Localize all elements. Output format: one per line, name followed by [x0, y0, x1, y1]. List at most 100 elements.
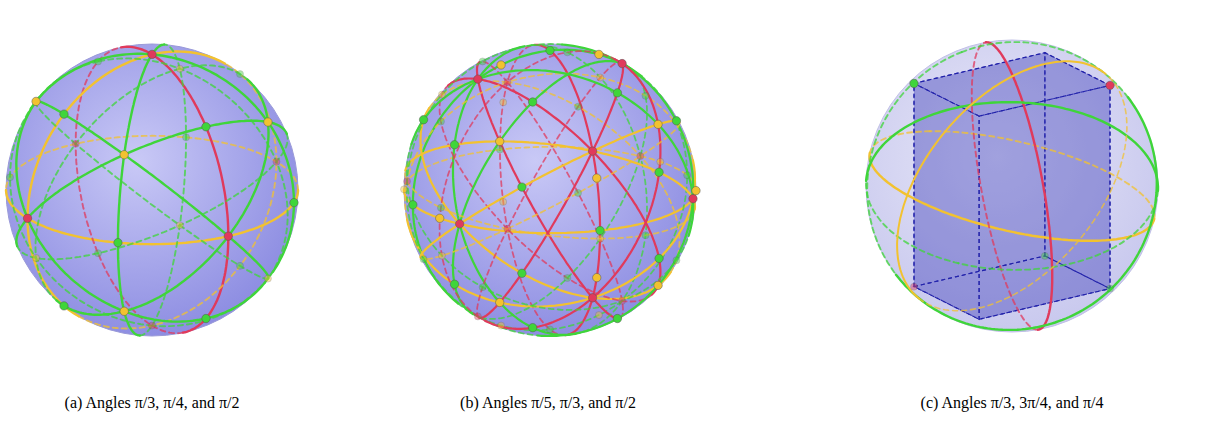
vertex-dot [575, 103, 582, 110]
great-circle [440, 51, 615, 321]
vertex-dot [564, 275, 571, 282]
subfigure-caption: (b) Angles π/5, π/3, and π/2 [460, 394, 636, 412]
great-circle [421, 121, 680, 258]
great-circle [477, 62, 621, 318]
vertex-dot [619, 297, 626, 304]
great-circle [1038, 234, 1052, 329]
vertex-dot [72, 140, 79, 147]
great-circle [532, 44, 562, 45]
vertex-dot [120, 307, 128, 315]
subfigure-caption: (a) Angles π/3, π/4, and π/2 [65, 394, 240, 412]
vertex-dot [455, 220, 463, 228]
vertex-dot [120, 151, 128, 159]
vertex-dot [910, 79, 918, 87]
vertex-dot [500, 99, 507, 106]
great-circle [17, 246, 98, 259]
great-circle [986, 42, 1050, 234]
vertex-dot [224, 232, 232, 240]
sphere-body [404, 44, 696, 336]
vertex-dot [420, 256, 427, 263]
great-circle [507, 209, 694, 238]
vertex-dot [637, 153, 644, 160]
great-circle [36, 65, 248, 300]
great-circle [896, 97, 1157, 330]
great-circle [568, 74, 693, 236]
great-circle [866, 102, 1158, 191]
vertex-dot [496, 298, 504, 306]
vertex-dot [575, 189, 582, 196]
vertex-dot [655, 254, 663, 262]
vertex-dot [438, 91, 445, 98]
vertex-dot [496, 146, 503, 153]
great-circle [16, 98, 265, 322]
vertex-dot [528, 98, 536, 106]
great-circle [897, 67, 1036, 299]
vertex-dot [401, 186, 408, 193]
great-circle [485, 298, 592, 329]
great-circle [36, 101, 269, 278]
great-circle [140, 45, 186, 336]
vertex-dot [597, 74, 604, 81]
great-circle [407, 144, 689, 310]
vertex-dot [290, 198, 298, 206]
vertex-dot [504, 225, 511, 232]
vertex-dot [437, 204, 444, 211]
vertex-dot [33, 254, 40, 261]
great-circle [1036, 61, 1105, 73]
vertex-dot [597, 235, 604, 242]
vertex-dot [32, 97, 40, 105]
vertex-dot [498, 322, 505, 329]
vertex-dot [655, 168, 663, 176]
vertex-dot [60, 302, 68, 310]
vertex-dot [657, 158, 664, 165]
vertex-dot [500, 198, 507, 205]
vertex-dot [564, 49, 571, 56]
vertex-dot [474, 75, 482, 83]
vertex-dot [273, 158, 280, 165]
vertex-dot [642, 92, 649, 99]
great-circle [958, 191, 1158, 270]
vertex-dot [438, 252, 445, 259]
vertex-dot [436, 214, 444, 222]
vertex-dot [654, 120, 662, 128]
great-circle [98, 134, 288, 253]
vertex-dot [504, 79, 511, 86]
vertex-dot [654, 281, 662, 289]
great-circle [36, 102, 76, 144]
vertex-dot [95, 58, 102, 65]
great-circle [183, 236, 228, 332]
vertex-dot [547, 326, 554, 333]
vertex-dot [237, 71, 244, 78]
vertex-dot [60, 110, 68, 118]
vertex-dot [7, 174, 14, 181]
vertex-dot [1107, 285, 1114, 292]
great-circle [121, 47, 228, 236]
vertex-dot [437, 118, 444, 125]
great-circle [405, 171, 507, 229]
great-circle [593, 59, 661, 298]
vertex-dot [450, 280, 458, 288]
great-circle [16, 121, 287, 246]
vertex-dot [613, 314, 621, 322]
great-circle [407, 45, 538, 335]
vertex-dot [595, 312, 602, 319]
vertex-dot [176, 222, 183, 229]
vertex-dot [264, 118, 272, 126]
great-circle [535, 45, 601, 231]
vertex-dot [114, 238, 122, 246]
vertex-dot [1041, 252, 1048, 259]
vertex-dot [419, 116, 427, 124]
vertex-dot [910, 283, 917, 290]
vertex-dot [450, 141, 458, 149]
vertex-dot [148, 50, 156, 58]
vertex-dot [474, 313, 481, 320]
vertex-dot [596, 226, 604, 234]
great-circle [413, 51, 550, 304]
vertex-dot [692, 186, 700, 194]
great-circle [593, 63, 623, 152]
great-circle [404, 190, 696, 234]
great-circle [962, 42, 1128, 97]
vertex-dot [149, 322, 156, 329]
great-circle [98, 58, 288, 282]
